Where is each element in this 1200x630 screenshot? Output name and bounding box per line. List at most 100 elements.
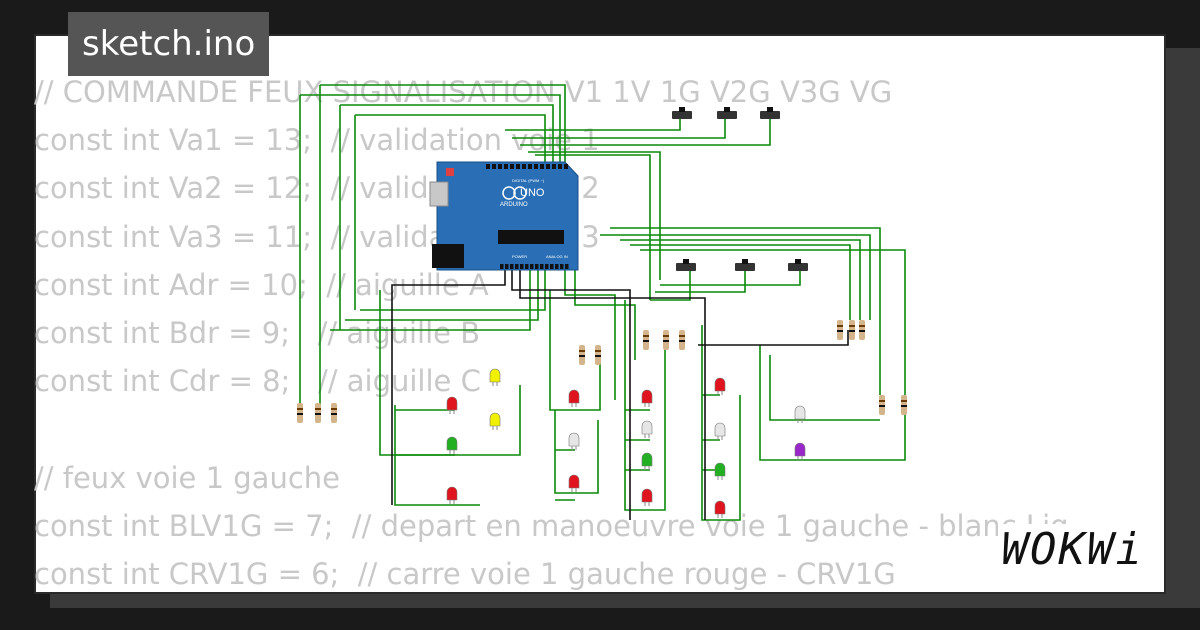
code-line: const int CRV1G = 6; // carre voie 1 gau… xyxy=(34,556,896,591)
led-icon xyxy=(489,368,501,383)
resistor-band xyxy=(663,335,669,337)
wire xyxy=(660,270,801,286)
header-pin xyxy=(516,164,520,169)
resistor-band xyxy=(901,405,907,407)
header-pin xyxy=(550,264,554,269)
power-label: POWER xyxy=(512,254,527,259)
led-icon xyxy=(446,486,458,501)
wire xyxy=(520,110,771,146)
code-line: const int Cdr = 8; // aiguille C xyxy=(34,364,481,399)
resistor-band xyxy=(297,413,303,415)
resistor-band xyxy=(859,330,865,332)
resistor-band xyxy=(315,413,321,415)
slide-switch xyxy=(735,263,755,271)
header-pin xyxy=(564,164,568,169)
wire xyxy=(320,84,566,162)
resistor-band xyxy=(595,350,601,352)
resistor-band xyxy=(663,340,669,342)
slide-switch xyxy=(676,263,696,271)
reset-button[interactable] xyxy=(446,168,454,176)
resistor-band xyxy=(315,408,321,410)
analog-label: ANALOG IN xyxy=(546,254,568,259)
header-pin xyxy=(565,264,569,269)
led-icon xyxy=(714,377,726,392)
header-pin xyxy=(534,164,538,169)
header-pin xyxy=(522,164,526,169)
board-sublabel: ARDUINO xyxy=(500,202,528,208)
wire xyxy=(340,104,554,162)
led-icon xyxy=(641,488,653,503)
slide-switch xyxy=(717,111,737,119)
ground-wire xyxy=(511,270,631,520)
slide-switch xyxy=(672,111,692,119)
switch-knob xyxy=(679,107,685,112)
wire xyxy=(600,234,871,320)
arduino-logo-icon-right xyxy=(513,186,527,200)
header-pin xyxy=(515,264,519,269)
resistor-band xyxy=(879,400,885,402)
wire xyxy=(620,239,861,320)
header-pin xyxy=(540,264,544,269)
code-line: // feux voie 1 gauche xyxy=(34,460,340,495)
wire xyxy=(574,270,636,360)
board-label: UNO xyxy=(520,187,545,199)
power-jack xyxy=(432,244,464,268)
led-icon xyxy=(714,500,726,515)
led-icon xyxy=(641,389,653,404)
wire xyxy=(655,270,746,293)
code-line: // COMMANDE FEUX SIGNALISATION V1 1V 1G … xyxy=(34,75,893,109)
ground-wire xyxy=(519,270,706,520)
ground-wire xyxy=(698,330,849,346)
resistor-band xyxy=(331,408,337,410)
header-pin xyxy=(552,164,556,169)
header-pin xyxy=(528,164,532,169)
code-line: const int Va1 = 13; // validation voie 1 xyxy=(34,123,600,158)
led-icon xyxy=(641,452,653,467)
switch-knob xyxy=(742,259,748,264)
wire xyxy=(610,227,881,395)
slide-switch xyxy=(788,263,808,271)
resistor-band xyxy=(849,325,855,327)
resistor-band xyxy=(643,335,649,337)
usb-port xyxy=(429,181,449,207)
header-pin xyxy=(500,264,504,269)
wire xyxy=(549,290,601,411)
resistor-band xyxy=(595,355,601,357)
wire xyxy=(535,154,651,300)
header-pin xyxy=(525,264,529,269)
wire xyxy=(394,405,480,506)
wire xyxy=(759,345,906,461)
wire xyxy=(512,110,726,139)
preview-card[interactable] xyxy=(34,34,1166,594)
resistor-band xyxy=(859,325,865,327)
wire xyxy=(769,355,880,421)
digital-label: DIGITAL (PWM ~) xyxy=(512,178,545,183)
led-icon xyxy=(794,405,806,420)
wire xyxy=(630,244,851,320)
resistor-band xyxy=(849,330,855,332)
header-pin xyxy=(546,164,550,169)
switch-knob xyxy=(795,259,801,264)
led-icon xyxy=(568,432,580,447)
wire xyxy=(554,410,599,494)
resistor-band xyxy=(297,408,303,410)
header-pin xyxy=(545,264,549,269)
header-pin xyxy=(555,264,559,269)
header-pin xyxy=(486,164,490,169)
led-icon xyxy=(714,462,726,477)
header-pin xyxy=(504,164,508,169)
resistor-band xyxy=(879,405,885,407)
ground-wire xyxy=(391,270,506,505)
led-icon xyxy=(714,422,726,437)
resistor-band xyxy=(579,350,585,352)
resistor-band xyxy=(837,325,843,327)
file-title-tab: sketch.ino xyxy=(68,12,270,76)
led-icon xyxy=(794,442,806,457)
slide-switch xyxy=(760,111,780,119)
resistor-band xyxy=(679,335,685,337)
arduino-uno-board[interactable]: UNO ARDUINO DIGITAL (PWM ~) POWER ANALOG… xyxy=(429,161,579,271)
header-pin xyxy=(530,264,534,269)
header-pin xyxy=(540,164,544,169)
resistor-band xyxy=(901,400,907,402)
